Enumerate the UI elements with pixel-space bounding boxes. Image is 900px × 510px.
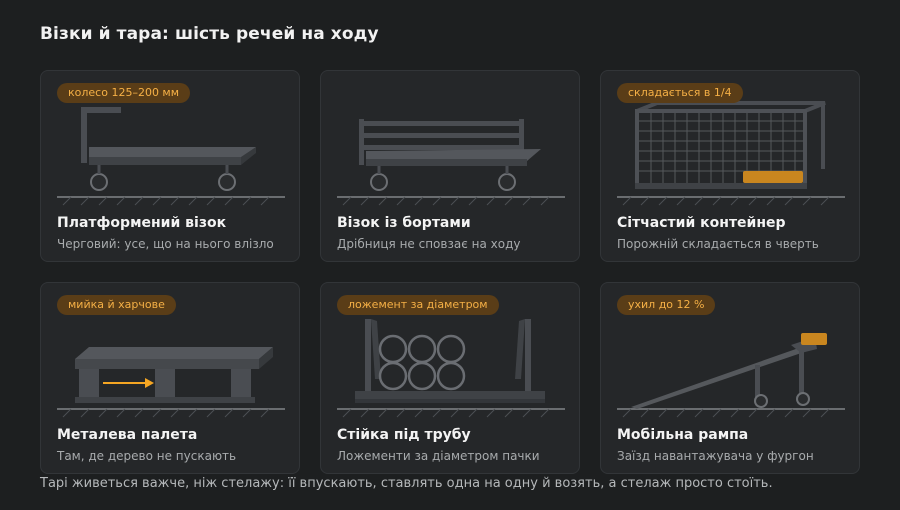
card-title: Платформений візок — [57, 215, 227, 231]
card-metal-pallet[interactable]: мийка й харчове Металева палета Там, де … — [40, 282, 300, 474]
card-subtitle: Там, де дерево не пускають — [57, 449, 237, 463]
card-grid: колесо 125–200 мм Платформений візок Чер… — [40, 70, 860, 474]
card-title: Візок із бортами — [337, 215, 471, 231]
card-title: Металева палета — [57, 427, 198, 443]
platform-cart-icon — [57, 107, 285, 206]
card-badge: ложемент за діаметром — [337, 295, 499, 315]
mobile-ramp-icon — [617, 333, 845, 418]
card-subtitle: Порожній складається в чверть — [617, 237, 819, 251]
footer-note: Тарі живеться важче, ніж стелажу: її впу… — [40, 476, 773, 491]
page-title: Візки й тара: шість речей на ходу — [40, 24, 379, 44]
card-platform-cart[interactable]: колесо 125–200 мм Платформений візок Чер… — [40, 70, 300, 262]
card-mobile-ramp[interactable]: ухил до 12 % Мобільна рампа Заїзд навант… — [600, 282, 860, 474]
card-badge: ухил до 12 % — [617, 295, 716, 315]
side-rail-cart-icon — [337, 119, 565, 206]
card-mesh-container[interactable]: складається в 1/4 Сітчастий контейнер По… — [600, 70, 860, 262]
card-subtitle: Заїзд навантажувача у фургон — [617, 449, 814, 463]
card-badge: складається в 1/4 — [617, 83, 743, 103]
card-subtitle: Ложементи за діаметром пачки — [337, 449, 540, 463]
card-pipe-rack[interactable]: ложемент за діаметром Стійка під трубу Л… — [320, 282, 580, 474]
card-side-rail-cart[interactable]: Візок із бортами Дрібниця не сповзає на … — [320, 70, 580, 262]
card-subtitle: Дрібниця не сповзає на ходу — [337, 237, 521, 251]
card-subtitle: Черговий: усе, що на нього влізло — [57, 237, 274, 251]
metal-pallet-icon — [57, 347, 285, 418]
card-badge: мийка й харчове — [57, 295, 176, 315]
card-title: Мобільна рампа — [617, 427, 749, 443]
card-badge: колесо 125–200 мм — [57, 83, 191, 103]
mesh-container-icon — [617, 101, 845, 206]
card-title: Сітчастий контейнер — [617, 215, 786, 231]
card-title: Стійка під трубу — [337, 427, 471, 443]
pipe-rack-icon — [337, 319, 565, 418]
